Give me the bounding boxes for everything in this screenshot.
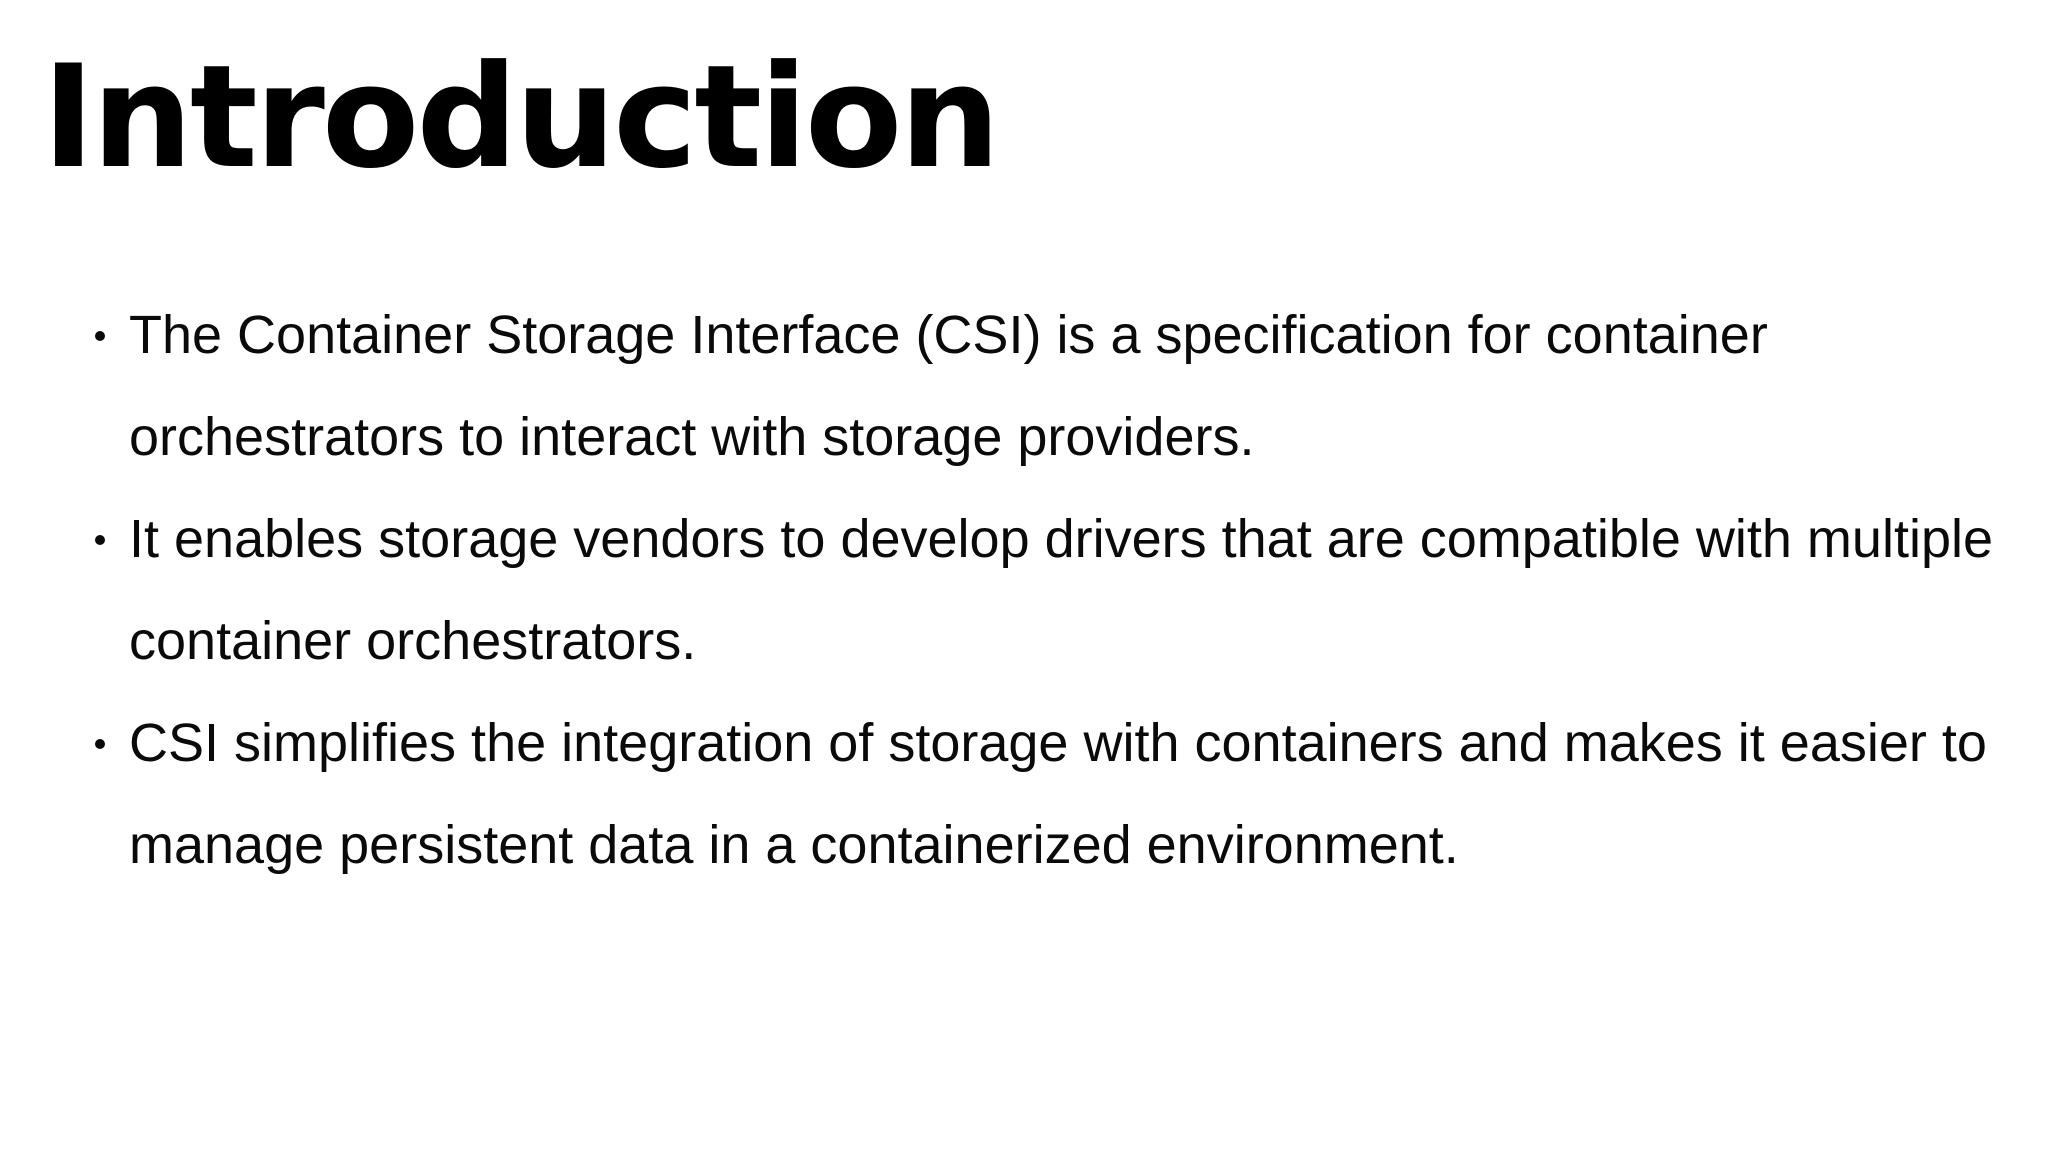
- bullet-dot-icon: [95, 535, 105, 545]
- bullet-item: The Container Storage Interface (CSI) is…: [95, 284, 2009, 488]
- bullet-item: It enables storage vendors to develop dr…: [95, 488, 2009, 692]
- bullet-list: The Container Storage Interface (CSI) is…: [95, 284, 2009, 896]
- bullet-item: CSI simplifies the integration of storag…: [95, 692, 2009, 896]
- bullet-text: CSI simplifies the integration of storag…: [129, 713, 1987, 875]
- bullet-text: It enables storage vendors to develop dr…: [129, 509, 1994, 671]
- slide-title: Introduction: [42, 35, 1001, 200]
- bullet-text: The Container Storage Interface (CSI) is…: [129, 305, 1768, 467]
- bullet-dot-icon: [95, 331, 105, 341]
- bullet-dot-icon: [95, 739, 105, 749]
